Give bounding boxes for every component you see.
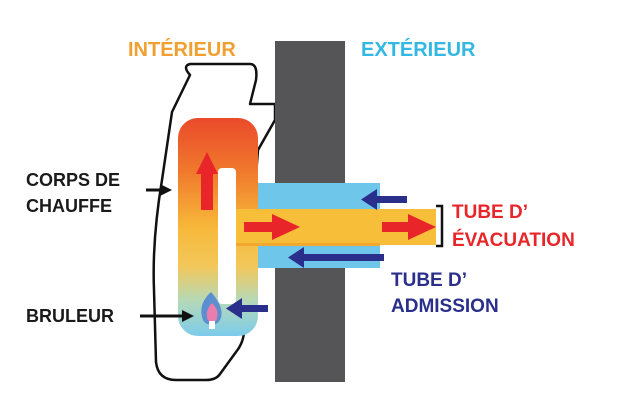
heat-body-slot: [218, 168, 236, 304]
cold-arrow-inner: [226, 298, 268, 319]
exhaust-pipe-bottom: [236, 243, 380, 246]
cold-arrow-top: [361, 189, 407, 210]
interior-header: INTÉRIEUR: [128, 39, 236, 61]
burner-label: BRULEUR: [26, 306, 114, 326]
exhaust-label-line2: ÉVACUATION: [452, 230, 575, 251]
hot-arrow-right-2: [382, 214, 436, 240]
exhaust-bracket: [436, 204, 444, 248]
hot-arrow-right-1: [244, 214, 300, 240]
flame-icon: [201, 292, 222, 325]
heat-body-label-line1: CORPS DE: [26, 170, 121, 190]
heat-body-pointer: [146, 184, 172, 196]
intake-label-line2: ADMISSION: [391, 296, 499, 317]
cold-arrow-bottom: [288, 247, 384, 268]
boiler-casing: [152, 62, 277, 382]
burner-pipe: [209, 321, 215, 329]
intake-label-line1: TUBE D’: [391, 270, 467, 291]
heat-body-label-line2: CHAUFFE: [26, 196, 112, 216]
exterior-header: EXTÉRIEUR: [361, 39, 476, 61]
exhaust-label-line1: TUBE D’: [452, 202, 528, 223]
burner-pointer: [140, 310, 194, 322]
hot-arrow-up: [196, 152, 218, 210]
